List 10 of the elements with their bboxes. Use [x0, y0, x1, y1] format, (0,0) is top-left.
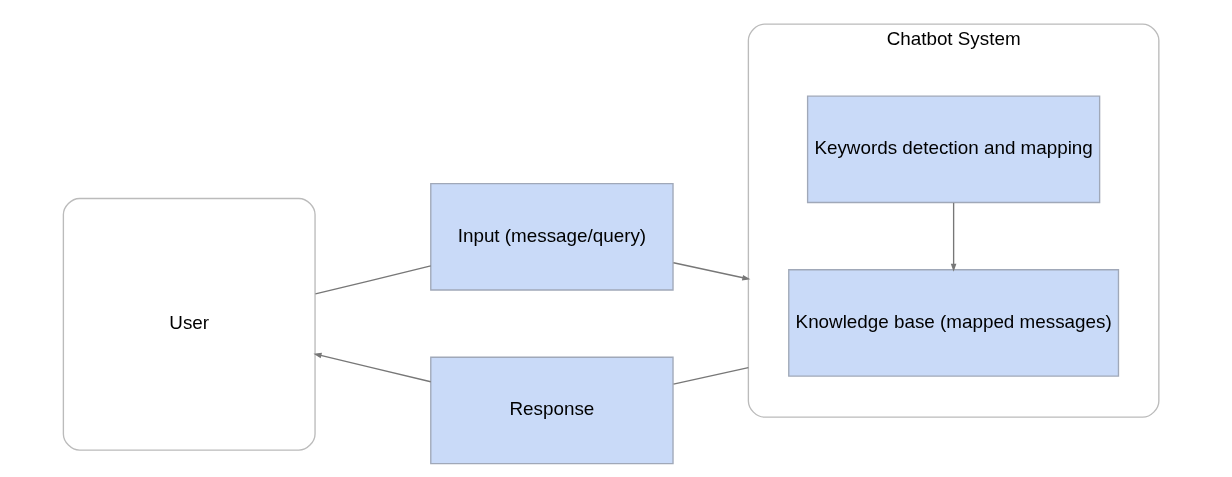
arrow: [950, 202, 956, 272]
arrow: [672, 262, 750, 281]
connector: [672, 366, 749, 385]
node-box: Knowledge base (mapped messages): [787, 269, 1119, 377]
node-box: User: [62, 197, 316, 451]
connector: [314, 265, 431, 295]
arrow: [313, 352, 431, 383]
node-box: Keywords detection and mapping: [806, 95, 1100, 204]
node-box: Response: [429, 356, 674, 465]
node-box: Input (message/query): [429, 183, 674, 291]
